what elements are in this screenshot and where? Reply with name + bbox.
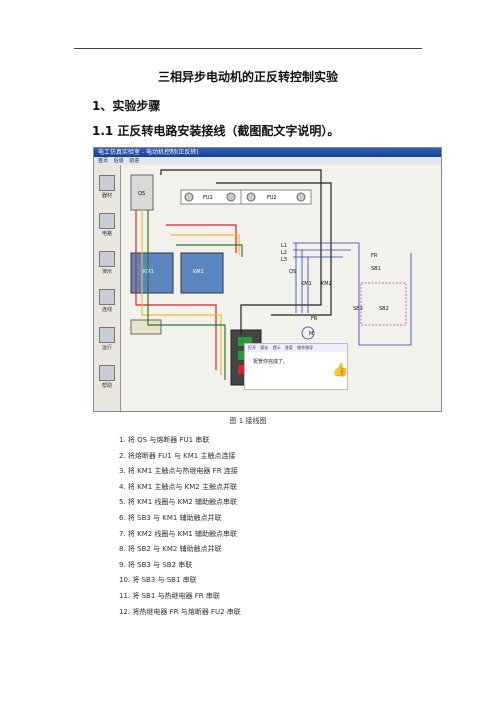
label-fu1: FU1	[203, 195, 213, 201]
step-item: 4. 将 KM1 主触点与 KM2 主触点并联	[119, 482, 237, 491]
step-item: 12. 将热继电器 FR 与熔断器 FU2 串联	[119, 607, 241, 616]
motor-symbol	[301, 326, 315, 340]
figure-caption: 图 1 接线图	[229, 417, 267, 425]
sidebar-item-wiring[interactable]: 连线	[97, 289, 117, 315]
label-l2: L2	[281, 250, 287, 256]
km1-contactor	[130, 252, 174, 294]
label-l3: L3	[281, 257, 287, 263]
label-fr-lower: FR	[311, 316, 318, 322]
label-sb3-schematic: SB3	[353, 306, 363, 312]
step-item: 3. 将 KM1 主触点与热继电器 FR 连接	[119, 467, 238, 476]
step-item: 10. 将 SB3 与 SB1 串联	[119, 576, 197, 585]
run-icon	[99, 327, 115, 343]
status-message: 祝贺你完成了。	[253, 359, 289, 365]
label-qs-schematic: QS	[289, 269, 296, 275]
label-l1: L1	[281, 243, 287, 249]
label-sb2-schematic: SB2	[379, 306, 389, 312]
label-km1-schematic: KM1	[301, 281, 312, 287]
sidebar-item-circuit[interactable]: 电路	[97, 213, 117, 239]
step-item: 7. 将 KM2 线圈与 KM1 辅助触点串联	[119, 529, 237, 538]
fr-terminal	[130, 319, 162, 335]
toolbar-forward[interactable]: 前进	[129, 158, 140, 164]
step-item: 5. 将 KM1 线圈与 KM2 辅助触点串联	[119, 498, 237, 507]
fu2-fuse-block	[240, 189, 312, 205]
sim-title-bar: 电工仿真实验室 - 电动机控制(正反转)	[94, 148, 441, 157]
label-fu2: FU2	[267, 195, 277, 201]
sim-window-title: 电工仿真实验室 - 电动机控制(正反转)	[98, 149, 199, 156]
demo-icon	[99, 251, 115, 267]
status-open[interactable]: 打开	[248, 345, 256, 350]
status-save[interactable]: 保存	[260, 345, 269, 350]
thumbs-up-icon: 👍	[332, 363, 349, 378]
sidebar-item-run[interactable]: 运行	[97, 327, 117, 353]
km2-contactor	[180, 252, 224, 294]
toolbar-home[interactable]: 首页	[98, 158, 109, 164]
status-hint[interactable]: 提示	[272, 345, 281, 350]
steps-list: 1. 将 QS 与熔断器 FU1 串联 2. 将熔断器 FU1 与 KM1 主触…	[119, 434, 241, 621]
step-item: 6. 将 SB3 与 KM1 辅助触点并联	[119, 513, 222, 522]
section-heading: 1、实验步骤	[92, 99, 161, 113]
circuit-icon	[99, 213, 115, 229]
label-motor: M	[309, 331, 313, 337]
step-item: 1. 将 QS 与熔断器 FU1 串联	[119, 436, 210, 444]
step-item: 11. 将 SB1 与热继电器 FR 串联	[119, 591, 220, 600]
label-sb1-schematic: SB1	[371, 266, 381, 272]
status-panel: 打开 保存 提示 答案 操作指导 祝贺你完成了。	[244, 343, 348, 390]
step-item: 8. 将 SB2 与 KM2 辅助触点并联	[119, 545, 222, 554]
document-title: 三相异步电动机的正反转控制实验	[157, 70, 338, 84]
status-answer[interactable]: 答案	[284, 345, 293, 350]
help-icon	[99, 365, 115, 381]
label-km2-schematic: KM2	[321, 281, 332, 287]
wiring-screenshot: 电工仿真实验室 - 电动机控制(正反转) 首页 后退 前进 器材 电路 演示 连…	[93, 147, 442, 412]
equipment-icon	[99, 175, 115, 191]
toolbar-back[interactable]: 后退	[113, 158, 124, 164]
sidebar-item-help[interactable]: 帮助	[97, 365, 117, 391]
status-header: 打开 保存 提示 答案 操作指导	[245, 344, 347, 352]
wiring-icon	[99, 289, 115, 305]
step-item: 2. 将熔断器 FU1 与 KM1 主触点连接	[119, 451, 236, 460]
sidebar-item-equipment[interactable]: 器材	[97, 175, 117, 201]
header-rule	[74, 48, 422, 49]
label-km2-device: KM2	[193, 269, 204, 275]
step-item: 9. 将 SB3 与 SB2 串联	[119, 560, 193, 569]
subsection-heading: 1.1 正反转电路安装接线（截图配文字说明）。	[92, 124, 340, 138]
label-fr-schematic: FR	[371, 253, 378, 259]
label-qs: QS	[138, 191, 145, 197]
sidebar-item-demo[interactable]: 演示	[97, 251, 117, 277]
sim-sidebar: 器材 电路 演示 连线 运行 帮助	[94, 165, 121, 411]
status-guide[interactable]: 操作指导	[297, 345, 314, 350]
